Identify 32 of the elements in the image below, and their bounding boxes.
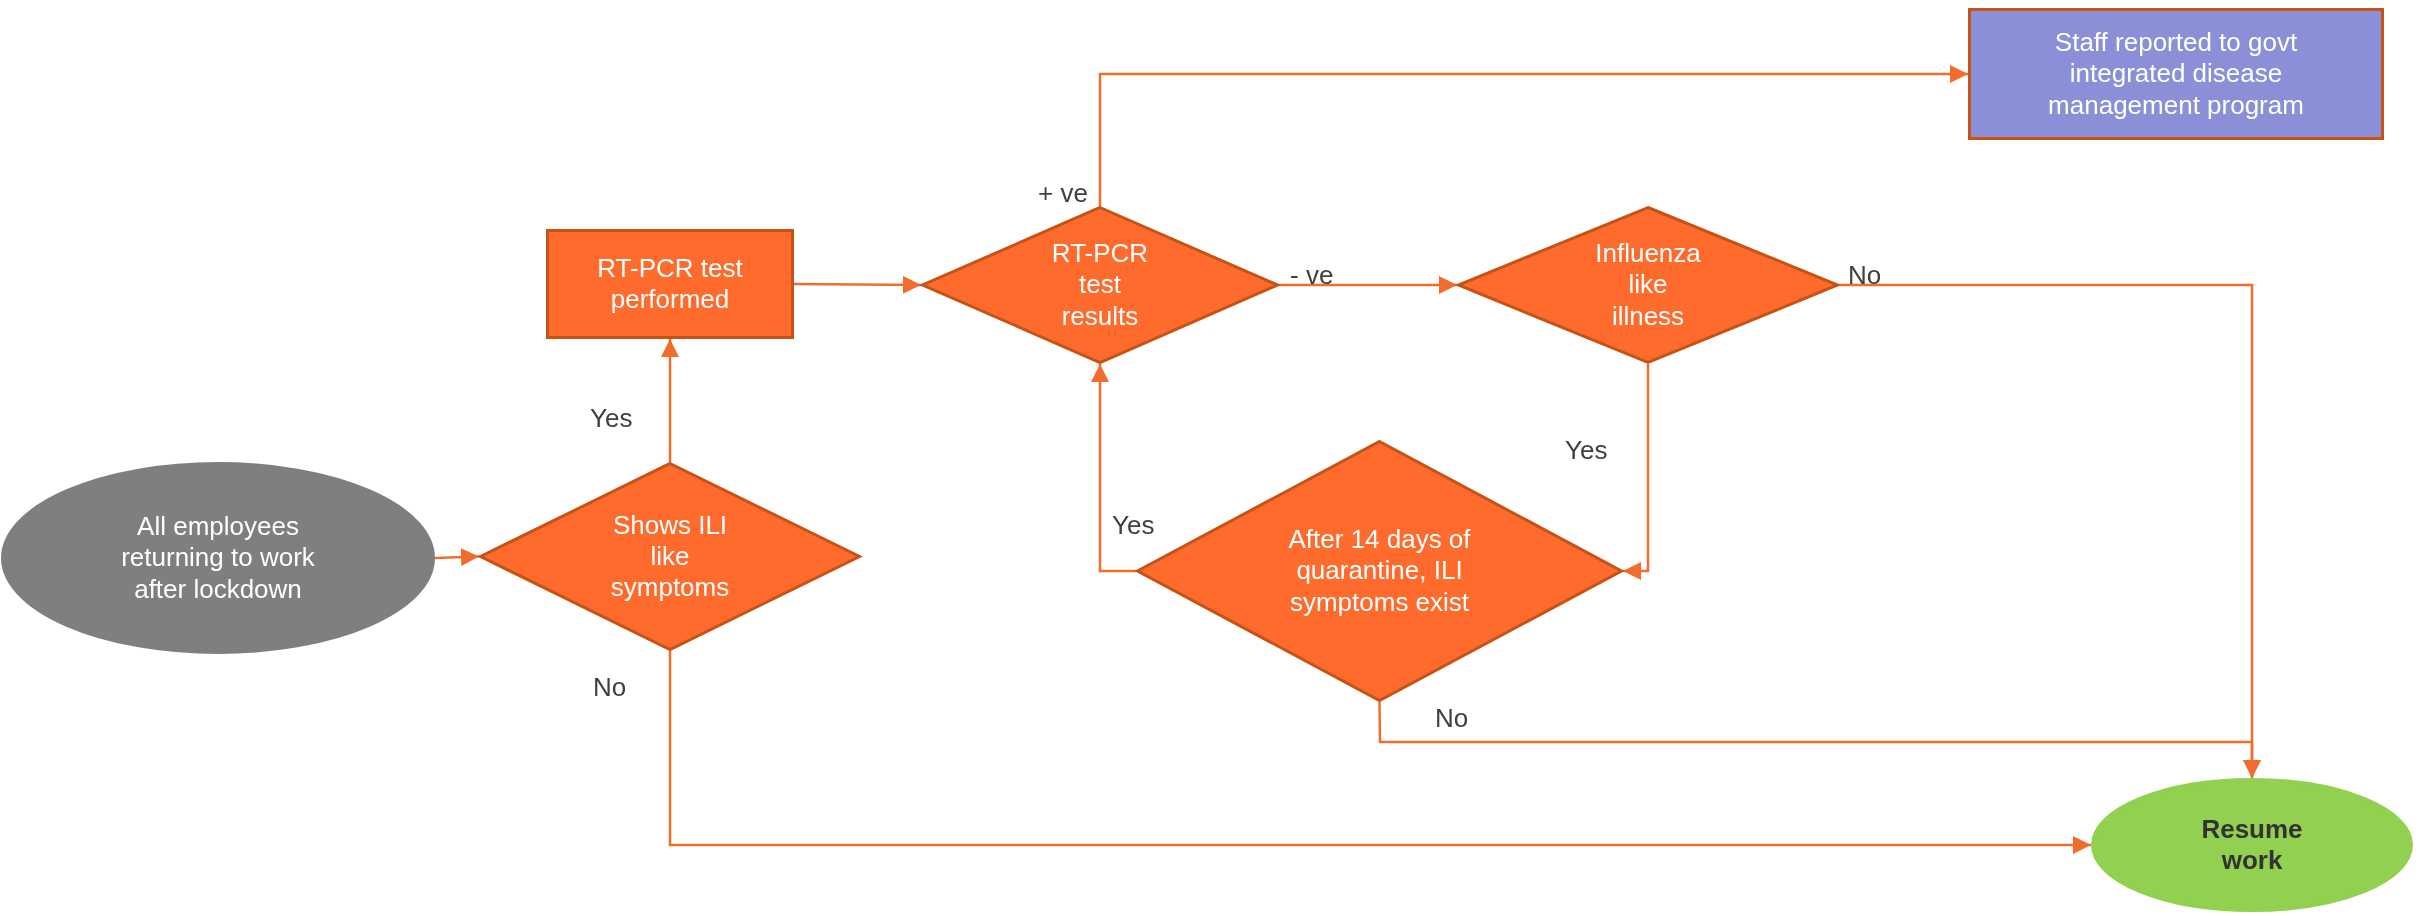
node-label: RT-PCR test results (1050, 238, 1150, 332)
node-label: Shows ILI like symptoms (609, 509, 731, 604)
process-box (546, 229, 794, 339)
connector-arrow (1098, 65, 1968, 206)
connector-arrow (1091, 364, 1136, 573)
node-label: Staff reported to govt integrated disease management program (2047, 27, 2305, 121)
connector-arrow (1623, 364, 1650, 580)
process-box (1968, 8, 2384, 140)
decision-diamond (1457, 206, 1839, 364)
connector-arrow (1279, 276, 1457, 294)
connector-arrow (1378, 702, 2261, 778)
edge-label: No (1848, 262, 1882, 288)
node-label: Influenza like illness (1594, 238, 1702, 332)
node-label: Resume work (2200, 813, 2304, 877)
start-ellipse (1, 462, 435, 654)
connector-arrow (668, 651, 2091, 854)
edge-label: No (1435, 705, 1469, 731)
edge-label: Yes (590, 405, 633, 431)
end-ellipse (2091, 778, 2413, 912)
edge-label: - ve (1290, 262, 1334, 288)
edge-label: + ve (1038, 180, 1088, 206)
decision-diamond (479, 462, 861, 651)
connector-arrow (794, 275, 921, 294)
node-label: All employees returning to work after lockdown (120, 511, 316, 605)
edge-label: No (593, 674, 627, 700)
node-label: After 14 days of quarantine, ILI symptoms exist (1287, 524, 1472, 618)
connector-arrow (661, 339, 679, 462)
connector-arrow (434, 548, 480, 567)
decision-diamond (921, 206, 1279, 364)
node-label: RT-PCR test performed (596, 252, 744, 316)
edge-label: Yes (1112, 512, 1155, 538)
edge-label: Yes (1565, 437, 1608, 463)
